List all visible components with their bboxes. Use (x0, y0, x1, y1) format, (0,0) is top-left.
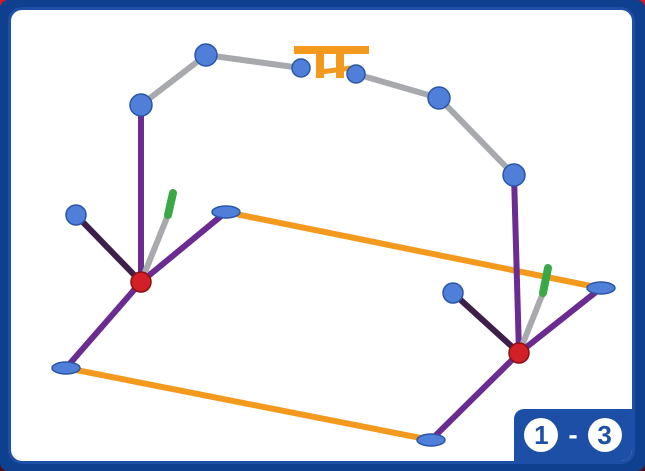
red-connector (508, 342, 530, 364)
grey-rod (138, 52, 209, 108)
green-cap (164, 189, 177, 219)
purple-rod (511, 172, 522, 356)
purple-rod (516, 285, 604, 356)
blue-connector (427, 86, 451, 110)
grey-rod (353, 71, 442, 101)
dark-rod (73, 212, 144, 285)
purple-rod (428, 350, 522, 443)
grey-rod (203, 52, 304, 71)
blue-connector (502, 163, 526, 187)
green-cap (539, 264, 552, 297)
orange-rod (223, 209, 604, 291)
orange-bracket (294, 46, 369, 54)
grey-rod (436, 95, 517, 178)
blue-connector (346, 64, 366, 84)
grey-rod (516, 290, 546, 356)
blue-connector (416, 433, 446, 447)
blue-connector (194, 43, 218, 67)
blue-connector (442, 282, 464, 304)
grey-rod (138, 212, 171, 285)
orange-bracket (336, 54, 344, 78)
step-first-number: 1 (524, 418, 559, 452)
building-model (51, 43, 616, 447)
orange-bracket (320, 65, 352, 75)
blue-connector (291, 58, 311, 78)
step-number-badge: 1 - 3 (514, 409, 632, 461)
blue-connector (586, 281, 616, 295)
step-separator: - (568, 419, 578, 450)
step-second-number: 3 (587, 418, 622, 452)
orange-bracket (316, 54, 324, 78)
red-connector (130, 271, 152, 293)
blue-connector (51, 361, 81, 375)
orange-rod (63, 365, 434, 443)
dark-rod (450, 290, 522, 356)
blue-connector (129, 93, 153, 117)
purple-rod (138, 209, 229, 285)
instruction-panel: 1 - 3 (8, 7, 635, 464)
blue-connector (65, 204, 87, 226)
blue-connector (211, 205, 241, 219)
purple-rod (63, 279, 144, 371)
